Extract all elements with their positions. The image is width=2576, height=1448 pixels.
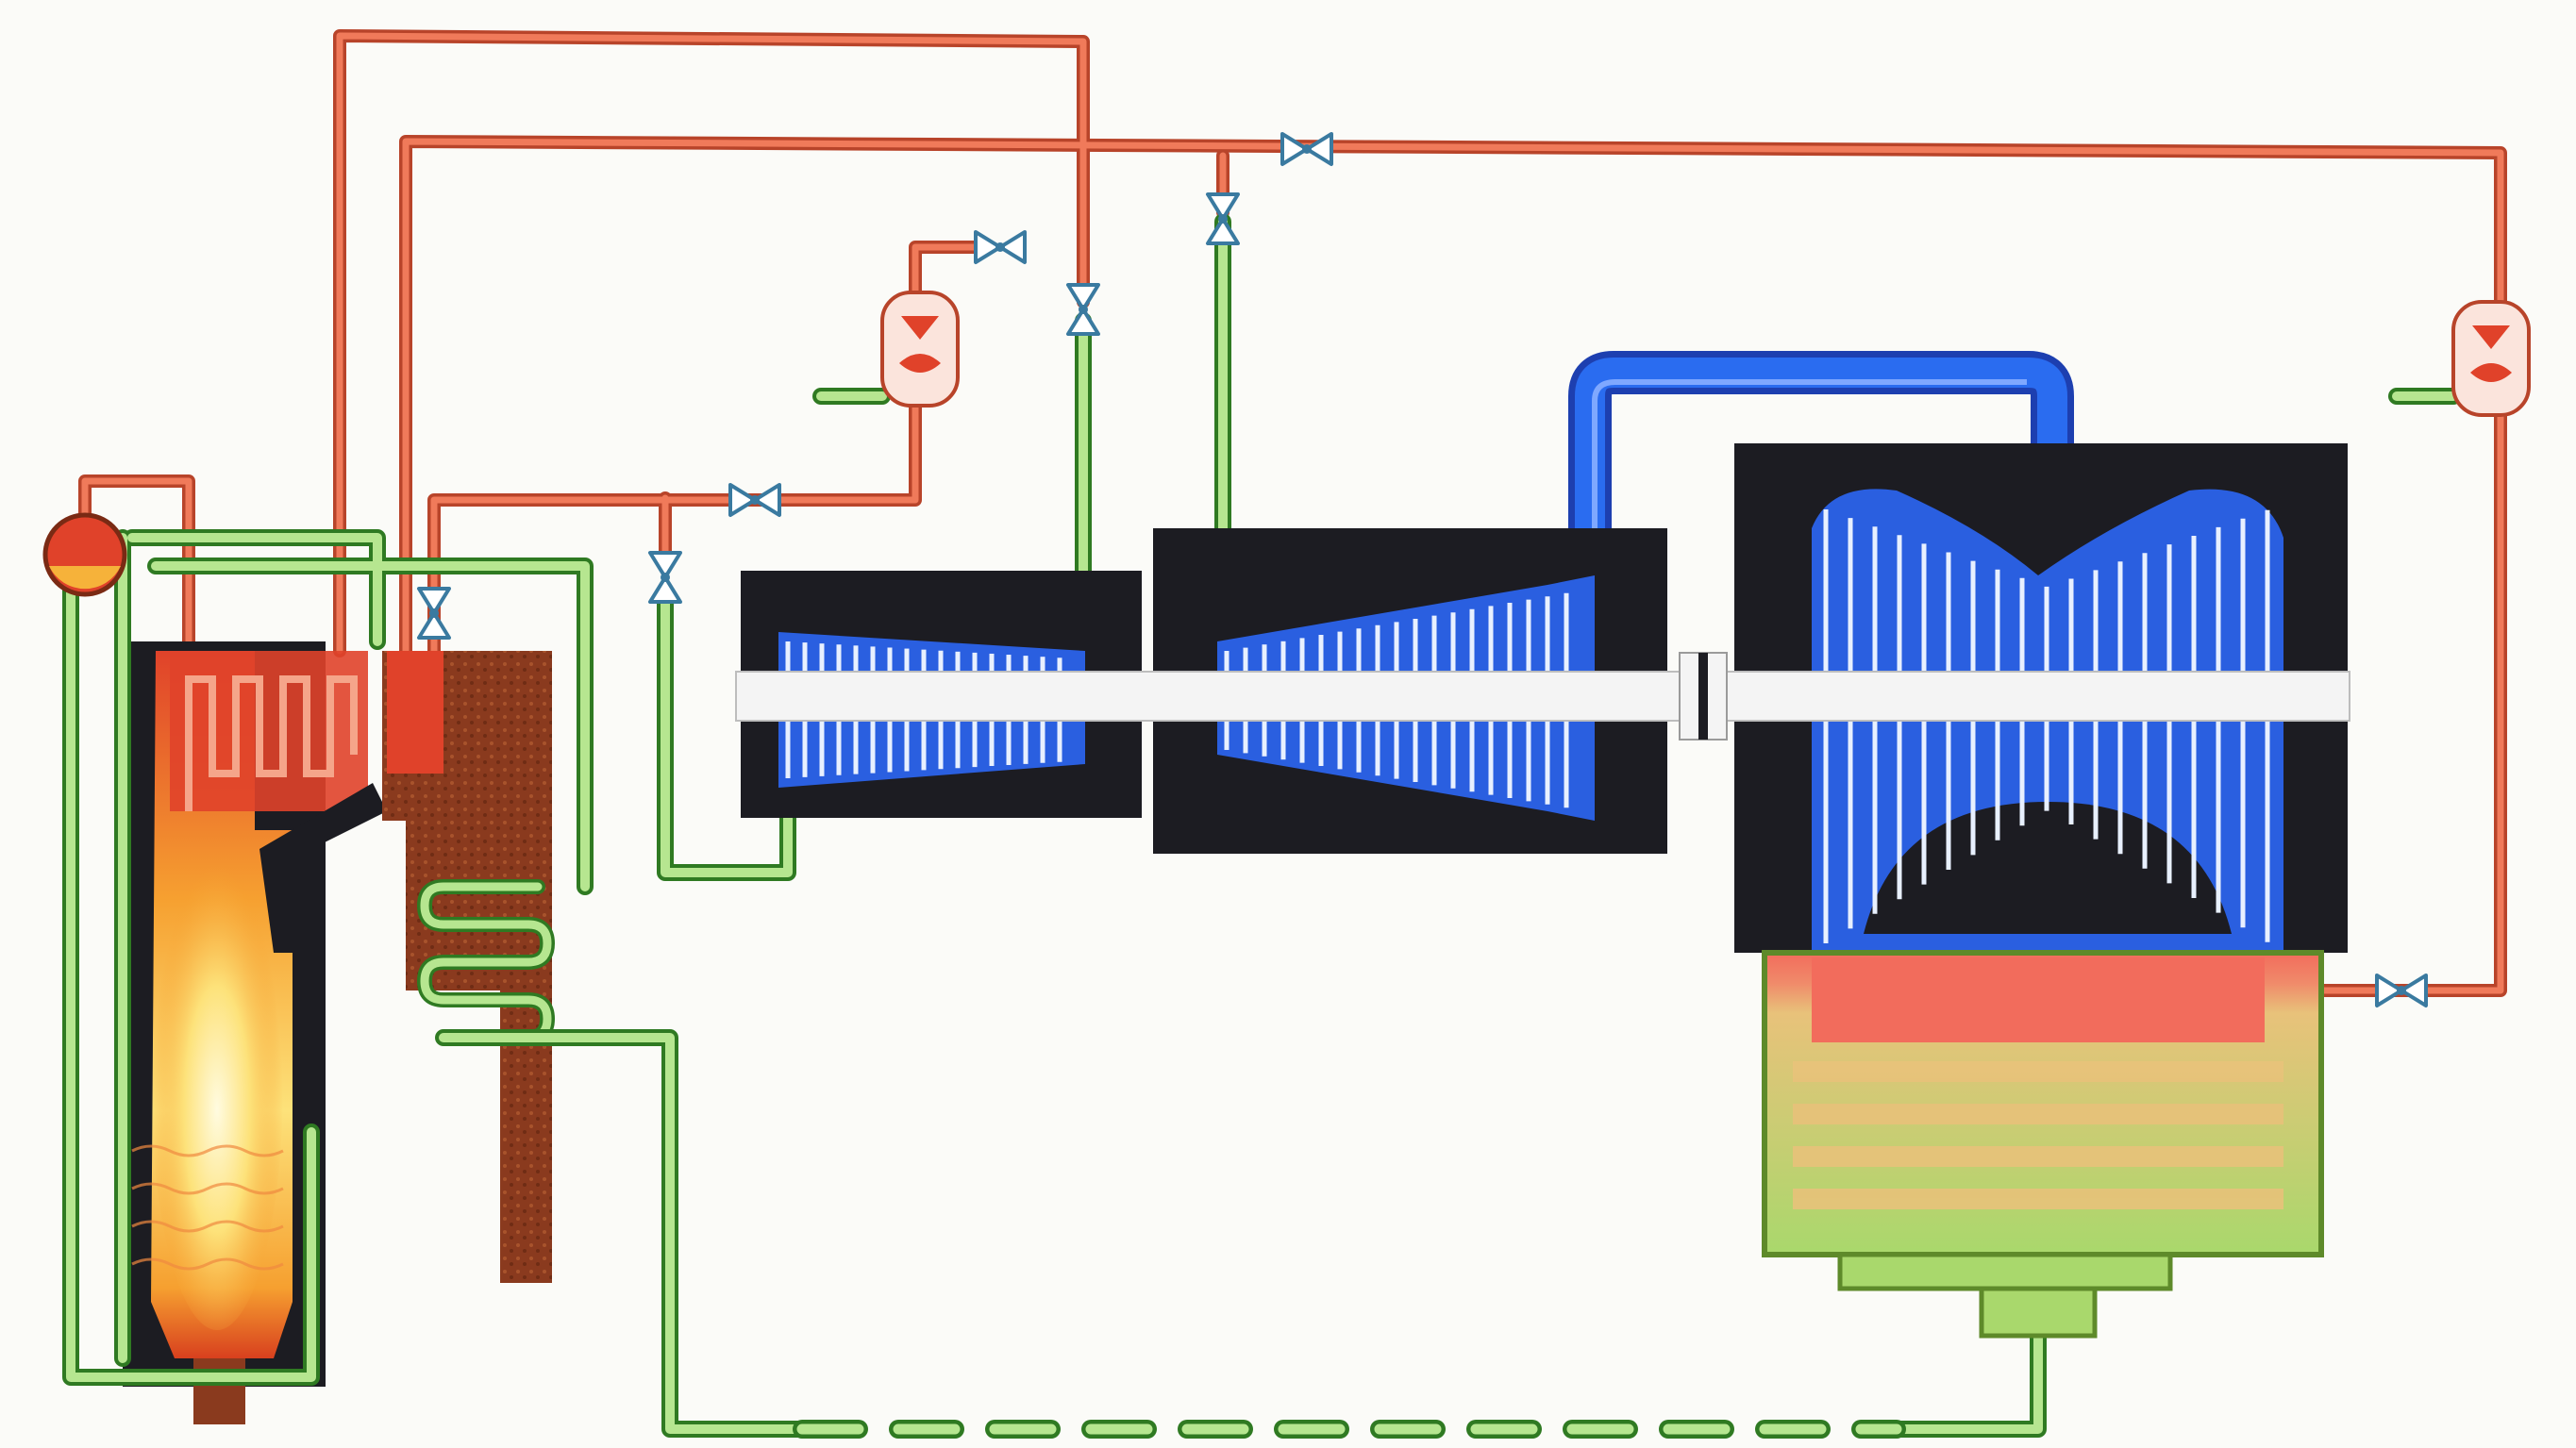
desuperheater [882,292,958,406]
valve-icon [1282,134,1331,164]
valve-icon [2377,975,2426,1006]
flue-gas-duct [382,651,552,1283]
valve-icon [650,553,680,602]
boiler-furnace [123,641,387,1424]
valve-icon [1208,194,1238,243]
steam-drum [45,515,125,594]
valve-icon [976,232,1025,262]
valve-icon [730,485,779,515]
desuperheater [2453,302,2529,415]
condenser [1765,953,2321,1336]
valve-icon [1068,285,1098,334]
valve-icon [419,589,449,638]
